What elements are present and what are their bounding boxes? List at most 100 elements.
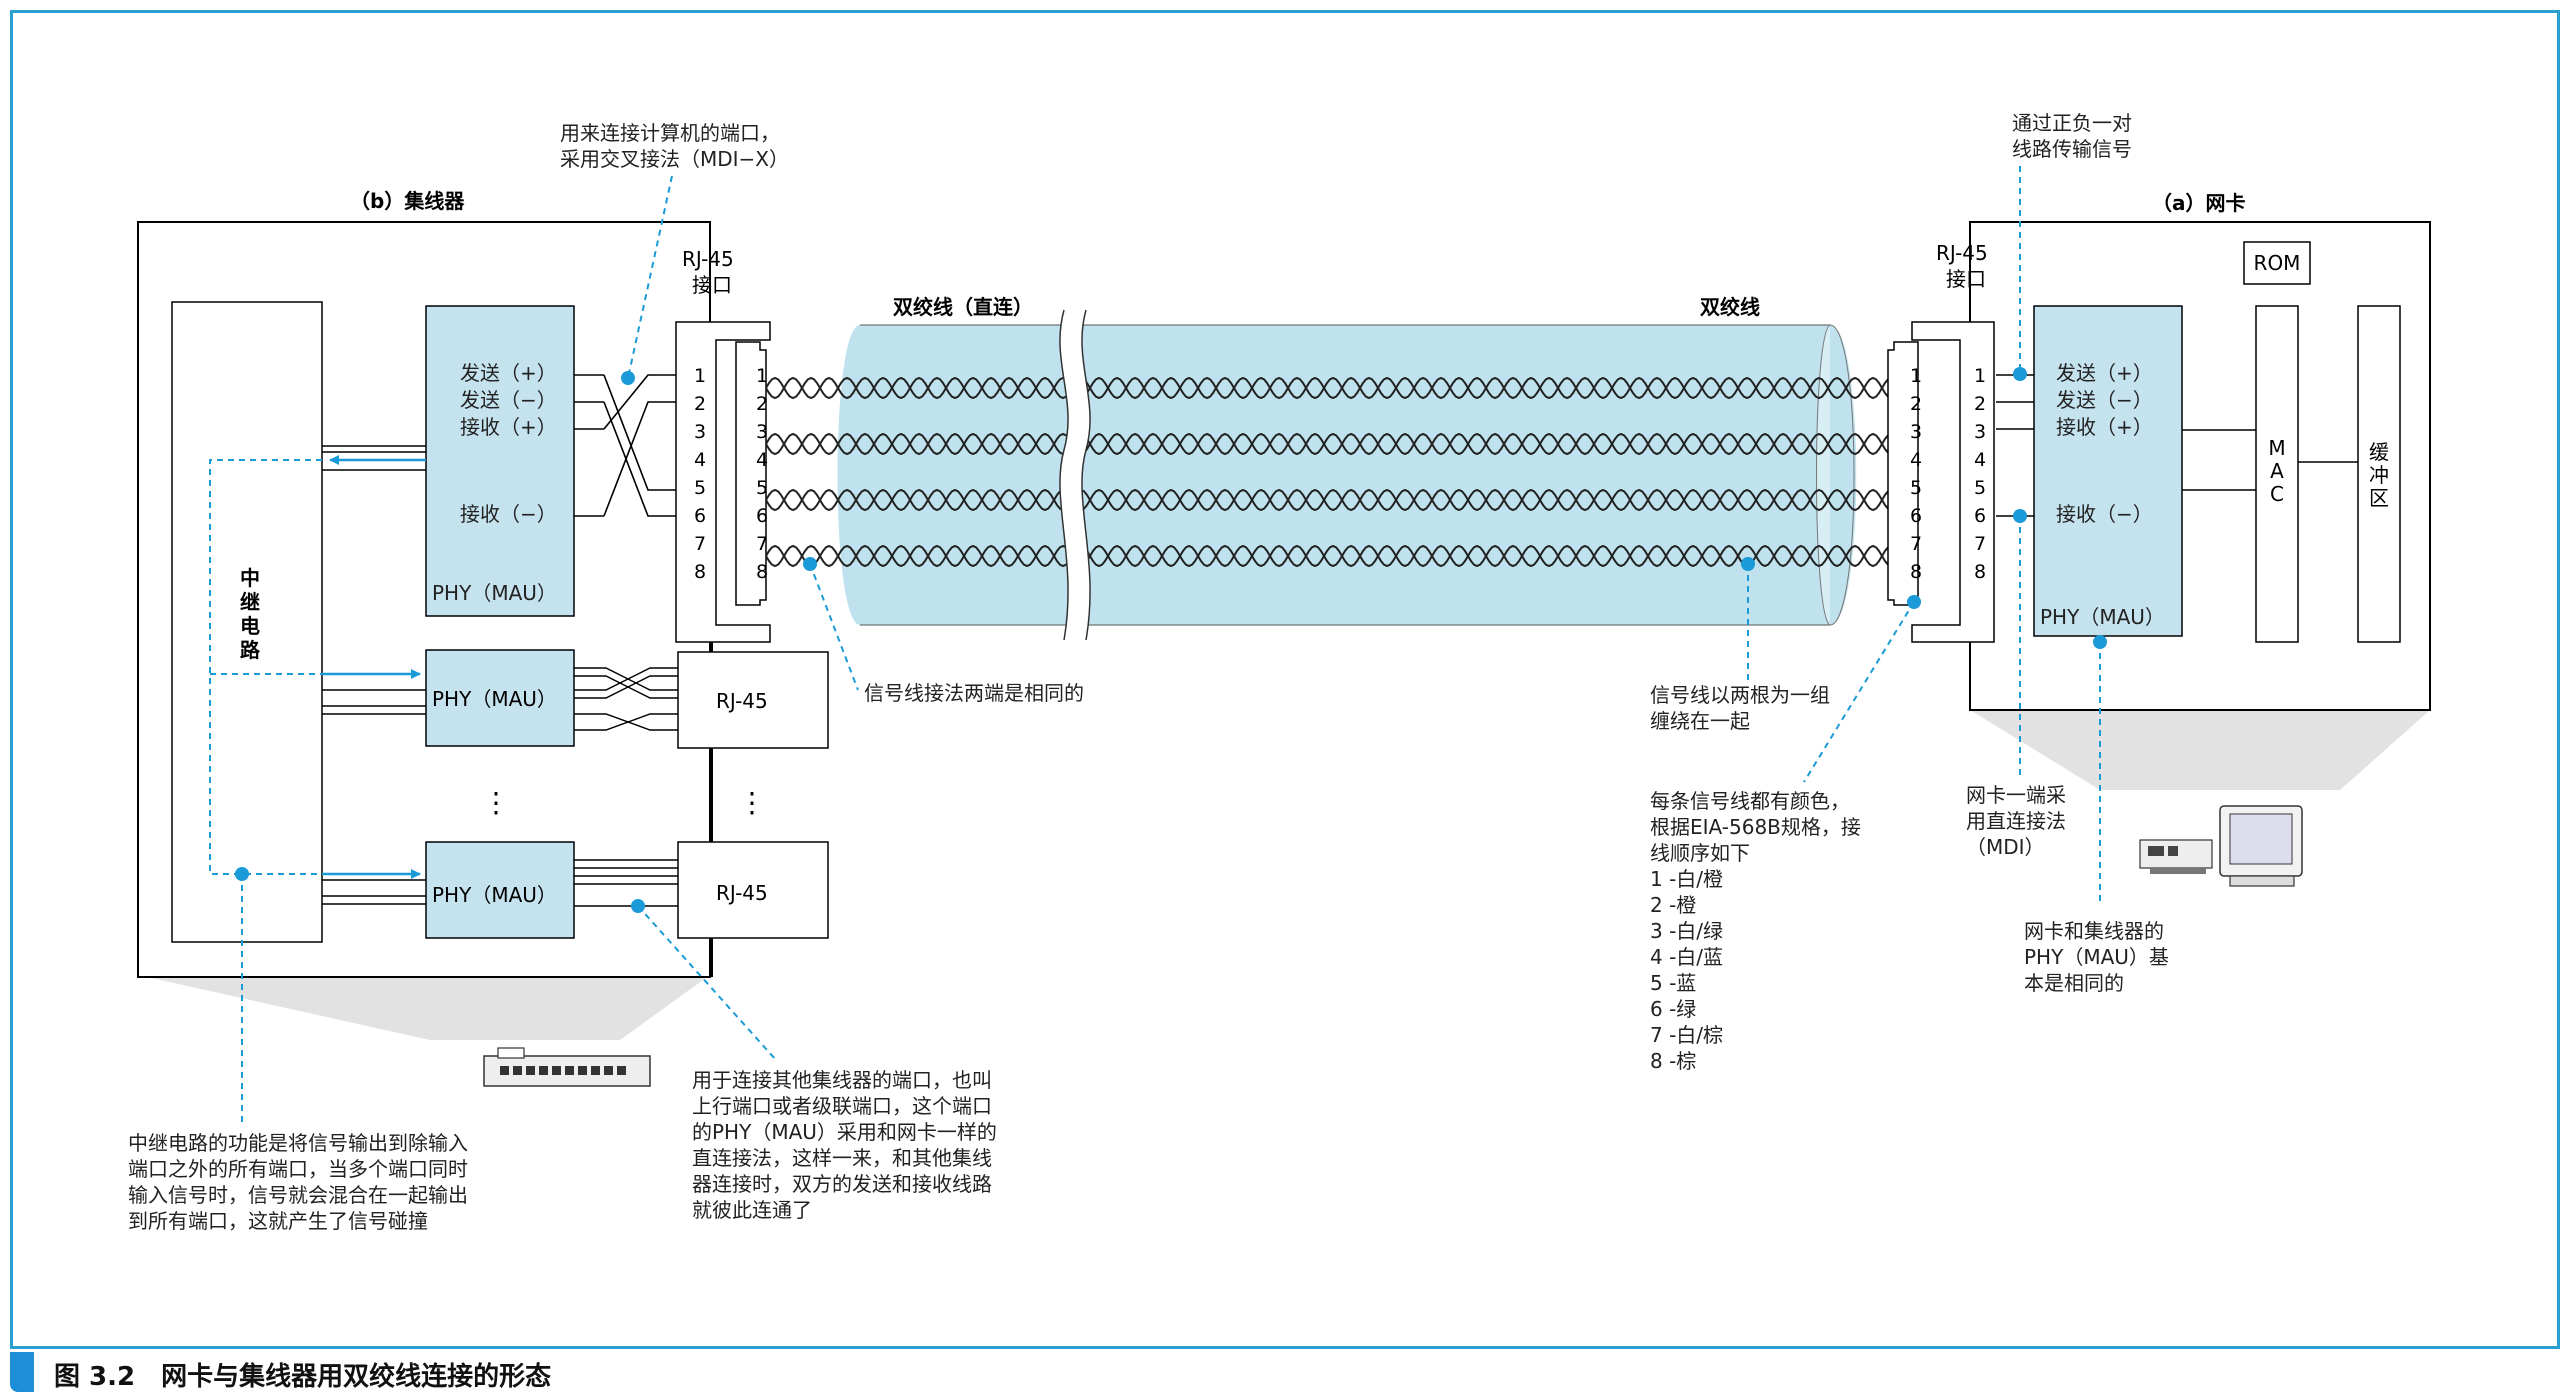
- pin-number: 5: [1974, 477, 1986, 499]
- hub-send-neg: 发送（−）: [460, 388, 557, 412]
- cable-label-right: 双绞线: [1700, 295, 1760, 319]
- repeater-circuit: [171, 301, 323, 943]
- pin-number: 2: [694, 393, 706, 415]
- nic-jack-label-1: RJ-45: [1936, 241, 1988, 265]
- pin-number: 3: [1910, 421, 1922, 443]
- hub-phy-3-label: PHY（MAU）: [432, 883, 557, 907]
- pin-number: 6: [694, 505, 706, 527]
- wire-pair-2-strand-2: [765, 432, 1889, 456]
- annotation-line: 7 -白/棕: [1650, 1023, 1723, 1047]
- nic-internal-lines: [2182, 429, 2358, 491]
- nic-phy: [2033, 305, 2183, 637]
- colors-leader: [1803, 601, 1915, 783]
- annotation-line: 通过正负一对: [2012, 111, 2132, 135]
- annotation-line: 1 -白/橙: [1650, 867, 1723, 891]
- pin-number: 7: [694, 533, 706, 555]
- wire-pair-1-strand-1: [765, 376, 1889, 400]
- annotation-same-ends: 信号线接法两端是相同的: [864, 681, 1084, 705]
- hub-rj45-port-2: [677, 651, 829, 749]
- nic-recv-pos: 接收（+）: [2056, 415, 2153, 439]
- pin-number: 8: [694, 561, 706, 583]
- annotation-line: 线路传输信号: [2012, 137, 2132, 161]
- nic-recv-neg: 接收（−）: [2056, 502, 2153, 526]
- annotation-line: 3 -白/绿: [1650, 919, 1723, 943]
- repeater-char-1: 中: [240, 566, 260, 590]
- annotation-line: 线顺序如下: [1650, 841, 1750, 865]
- wire-pair-4-strand-1: [765, 544, 1889, 568]
- mac-char-1: M: [2268, 436, 2285, 460]
- wire-pair-1-strand-2: [765, 376, 1889, 400]
- pin-number: 2: [1910, 393, 1922, 415]
- wire-pair-2-strand-1: [765, 432, 1889, 456]
- annotation-mdi: 网卡一端采用直连接法（MDI）: [1966, 783, 2066, 859]
- signal-pair-dot: [2013, 367, 2027, 381]
- annotation-line: 用直连接法: [1966, 809, 2066, 833]
- annotation-line: 每条信号线都有颜色，: [1650, 789, 1850, 813]
- pin-number: 6: [1974, 505, 1986, 527]
- pin-number: 5: [694, 477, 706, 499]
- pin-number: 3: [694, 421, 706, 443]
- pin-number: 6: [1910, 505, 1922, 527]
- hub-rj45-jack: [675, 321, 771, 643]
- buffer-char-3: 区: [2369, 486, 2389, 510]
- pin-number: 8: [1910, 561, 1922, 583]
- pin-number: 7: [1910, 533, 1922, 555]
- pin-number: 1: [694, 365, 706, 387]
- pin-number: 7: [1974, 533, 1986, 555]
- hub-shadow: [138, 975, 710, 1040]
- pin-number: 4: [1974, 449, 1986, 471]
- uplink-leader: [637, 905, 777, 1061]
- pin-number: 3: [756, 421, 768, 443]
- mac-char-2: A: [2270, 459, 2284, 483]
- pin-number: 8: [756, 561, 768, 583]
- annotation-line: 中继电路的功能是将信号输出到除输入: [128, 1131, 468, 1155]
- annotation-twisted: 信号线以两根为一组缠绕在一起: [1650, 683, 1830, 733]
- pin-number: 1: [1974, 365, 1986, 387]
- repeater-char-2: 继: [240, 590, 260, 614]
- annotation-line: 信号线以两根为一组: [1650, 683, 1830, 707]
- annotation-line: 用来连接计算机的端口，: [560, 121, 780, 145]
- annotation-uplink: 用于连接其他集线器的端口，也叫上行端口或者级联端口，这个端口的PHY（MAU）采…: [692, 1068, 997, 1222]
- wire-pair-3-strand-1: [765, 488, 1889, 512]
- pin-number: 4: [1910, 449, 1922, 471]
- hub-phy-2-label: PHY（MAU）: [432, 687, 557, 711]
- hub-device-icon: [483, 1047, 651, 1087]
- annotation-line: 2 -橙: [1650, 893, 1696, 917]
- hub-phy-2: [425, 649, 575, 747]
- pin-number: 4: [694, 449, 706, 471]
- pin-number: 5: [1910, 477, 1922, 499]
- pin-number: 4: [756, 449, 768, 471]
- buffer-char-1: 缓: [2369, 440, 2389, 464]
- annotation-line: 6 -绿: [1650, 997, 1696, 1021]
- hub-jack-pins: 1 2 3 4 5 6 7 8: [694, 365, 706, 583]
- hub-ellipsis-rj45: ⋮: [738, 786, 766, 819]
- phy2-crossover-wires: [574, 667, 678, 731]
- hub-recv-pos: 接收（+）: [460, 415, 557, 439]
- mac-char-3: C: [2270, 482, 2284, 506]
- mdix-dot: [621, 371, 635, 385]
- nic-shadow: [1970, 710, 2430, 790]
- annotation-line: 用于连接其他集线器的端口，也叫: [692, 1068, 992, 1092]
- twisted-pair-cable: [765, 309, 1889, 641]
- pin-number: 1: [1910, 365, 1922, 387]
- hub-send-pos: 发送（+）: [460, 361, 557, 385]
- annotation-line: 网卡一端采: [1966, 783, 2066, 807]
- mdix-leader: [627, 175, 673, 379]
- nic-send-pos: 发送（+）: [2056, 361, 2153, 385]
- nic-rom: [2243, 241, 2311, 285]
- annotation-line: 5 -蓝: [1650, 971, 1696, 995]
- annotation-mdix: 用来连接计算机的端口，采用交叉接法（MDI−X）: [560, 121, 789, 171]
- annotation-line: 的PHY（MAU）采用和网卡一样的: [692, 1120, 997, 1144]
- hub-jack-label-1: RJ-45: [682, 247, 734, 271]
- hub-jack-label-2: 接口: [692, 273, 732, 297]
- repeater-char-4: 路: [240, 638, 261, 662]
- repeater-phy2-lines: [322, 689, 426, 905]
- pin-number: 7: [756, 533, 768, 555]
- repeater-fanout-dashed: [209, 459, 322, 875]
- pin-number: 8: [1974, 561, 1986, 583]
- wire-pair-4-strand-2: [765, 544, 1889, 568]
- pin-number: 3: [1974, 421, 1986, 443]
